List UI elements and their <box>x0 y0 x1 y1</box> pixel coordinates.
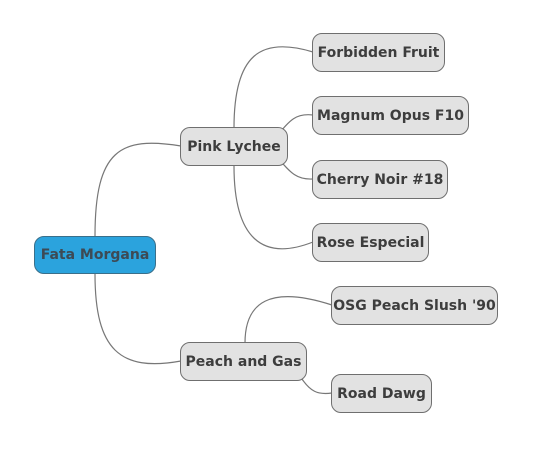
leaf-node-osg-peach-slush-90[interactable]: OSG Peach Slush '90 <box>331 286 498 325</box>
connector-root-pink-lychee <box>94 142 182 237</box>
connector-root-peach-and-gas <box>94 273 182 365</box>
leaf-node-road-dawg[interactable]: Road Dawg <box>331 374 432 413</box>
leaf-node-magnum-opus-f10[interactable]: Magnum Opus F10 <box>312 96 469 135</box>
leaf-node-cherry-noir-18[interactable]: Cherry Noir #18 <box>312 160 448 199</box>
root-node-fata-morgana[interactable]: Fata Morgana <box>34 236 156 274</box>
connector-peach-road-dawg <box>299 375 333 395</box>
leaf-node-forbidden-fruit[interactable]: Forbidden Fruit <box>312 33 445 72</box>
connector-peach-osg-peach-slush <box>244 296 333 344</box>
connector-pink-lychee-rose-especial <box>233 165 314 250</box>
branch-node-pink-lychee[interactable]: Pink Lychee <box>180 127 288 166</box>
connector-pink-lychee-forbidden-fruit <box>233 46 314 129</box>
branch-node-peach-and-gas[interactable]: Peach and Gas <box>180 342 307 381</box>
leaf-node-rose-especial[interactable]: Rose Especial <box>312 223 429 262</box>
